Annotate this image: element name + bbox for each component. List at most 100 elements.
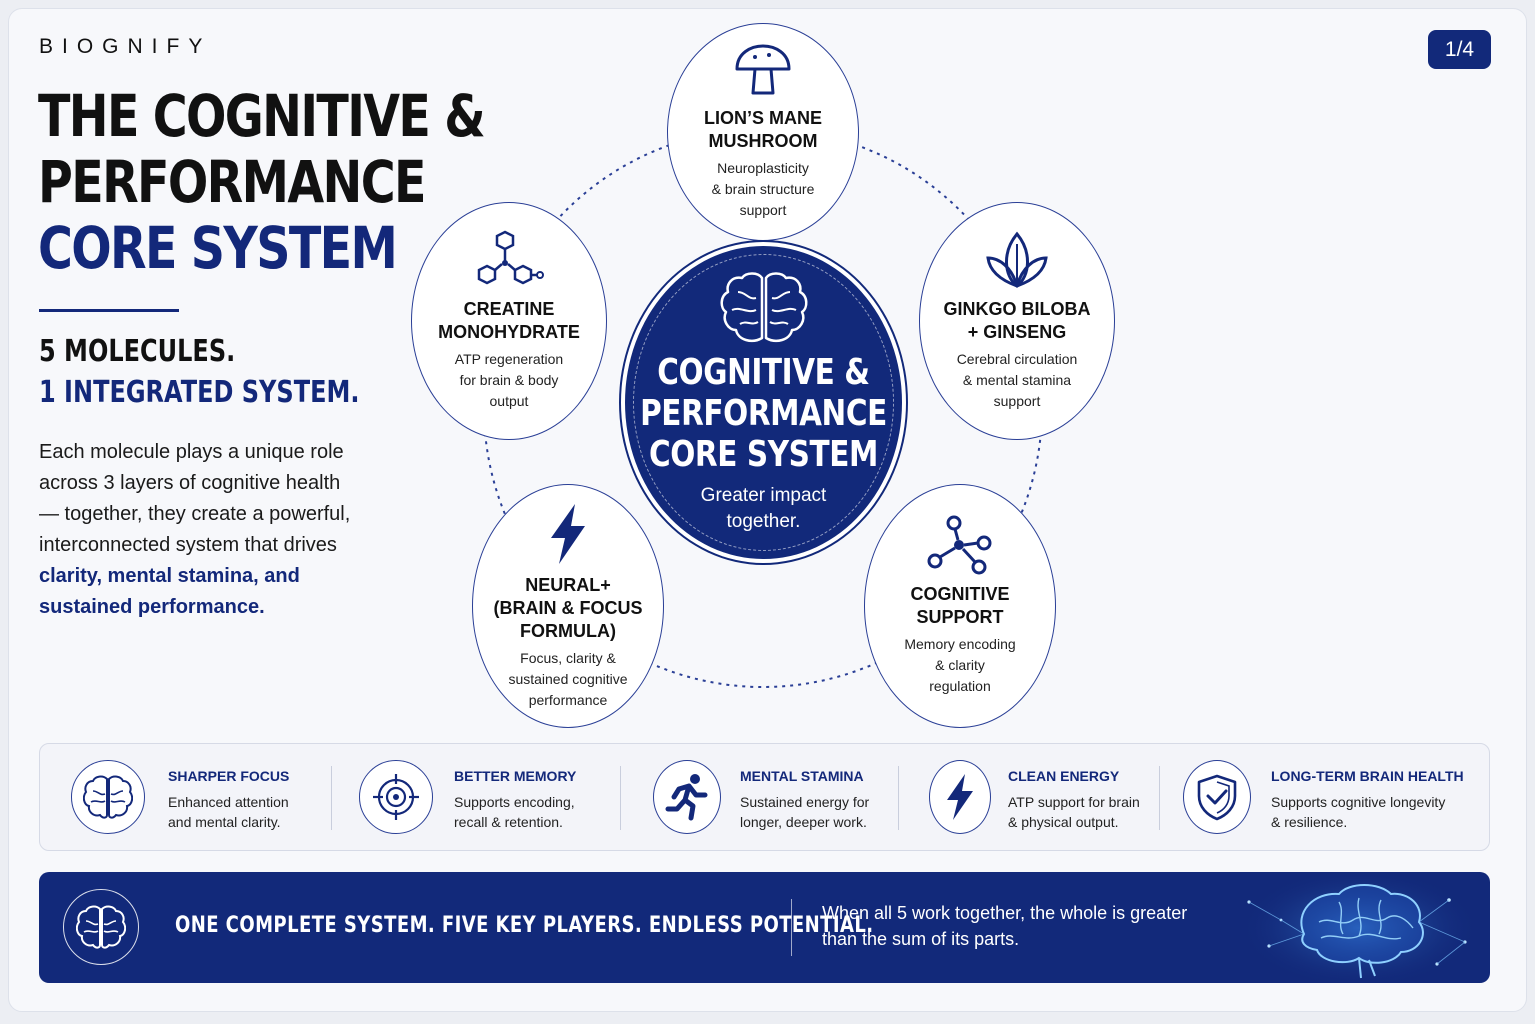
subhead-line-1: 5 MOLECULES.	[39, 334, 236, 369]
subhead-line-2: 1 INTEGRATED SYSTEM.	[39, 375, 360, 410]
benefit-title: SHARPER FOCUS	[168, 768, 290, 784]
molecule-icon	[927, 515, 992, 575]
title-line-2: PERFORMANCE	[38, 148, 426, 216]
benefit-divider	[620, 766, 621, 830]
title-underline	[39, 309, 179, 312]
molecule-creatine[interactable]: CREATINE MONOHYDRATE ATP regeneration fo…	[411, 202, 607, 440]
molecule-cognitive-support[interactable]: COGNITIVE SUPPORT Memory encoding & clar…	[864, 484, 1056, 728]
benefit-icon	[1183, 760, 1251, 834]
benefit-title: BETTER MEMORY	[454, 768, 577, 784]
tagline-text: than the sum of its parts.	[822, 929, 1020, 949]
title-text: FORMULA)	[520, 620, 616, 641]
system-banner: ONE COMPLETE SYSTEM. FIVE KEY PLAYERS. E…	[39, 872, 1490, 983]
desc-text: Focus, clarity &	[520, 649, 616, 666]
molecule-description: ATP regeneration for brain & body output	[455, 349, 563, 412]
desc-text: Memory encoding	[904, 636, 1016, 652]
core-system-hub[interactable]: COGNITIVE & PERFORMANCE CORE SYSTEM Grea…	[625, 246, 902, 559]
benefit-clean-energy[interactable]: CLEAN ENERGY ATP support for brain & phy…	[929, 744, 1159, 852]
benefit-icon	[359, 760, 433, 834]
banner-divider	[791, 899, 792, 956]
banner-headline: ONE COMPLETE SYSTEM. FIVE KEY PLAYERS. E…	[175, 913, 874, 938]
desc-text: & mental stamina	[962, 372, 1072, 388]
benefit-divider	[1159, 766, 1160, 830]
molecule-title: GINKGO BILOBA + GINSENG	[944, 298, 1091, 344]
molecule-description: Neuroplasticity & brain structure suppor…	[712, 158, 815, 221]
brain-icon	[83, 775, 133, 819]
core-title-line: PERFORMANCE	[640, 393, 887, 434]
desc-text: Supports cognitive longevity	[1271, 794, 1446, 810]
benefit-title: CLEAN ENERGY	[1008, 768, 1120, 784]
desc-text: & resilience.	[1271, 814, 1348, 830]
page-indicator-badge[interactable]: 1/4	[1428, 30, 1491, 69]
benefit-description: Supports encoding, recall & retention.	[454, 792, 575, 832]
benefit-title: MENTAL STAMINA	[740, 768, 864, 784]
tagline-text: When all 5 work together, the whole is g…	[822, 903, 1188, 923]
desc-text: & clarity	[935, 657, 985, 673]
benefit-icon	[71, 760, 145, 834]
intro-paragraph: Each molecule plays a unique role across…	[39, 437, 359, 623]
molecule-diagram: LION’S MANE MUSHROOM Neuroplasticity & b…	[9, 9, 1526, 749]
leaf-icon	[986, 231, 1048, 288]
benefit-title: LONG-TERM BRAIN HEALTH	[1271, 768, 1464, 784]
title-text: CREATINE	[463, 299, 555, 319]
benefit-description: Sustained energy for longer, deeper work…	[740, 792, 869, 832]
title-text: MUSHROOM	[708, 131, 818, 151]
hexagon-molecule-icon	[477, 230, 544, 285]
desc-text: performance	[528, 691, 608, 708]
molecule-title: LION’S MANE MUSHROOM	[704, 107, 822, 153]
benefit-description: Enhanced attention and mental clarity.	[168, 792, 289, 832]
benefit-divider	[331, 766, 332, 830]
desc-text: Neuroplasticity	[717, 160, 809, 176]
molecule-title: NEURAL+ (BRAIN & FOCUS FORMULA)	[494, 574, 643, 643]
target-icon	[373, 774, 419, 820]
title-text: + GINSENG	[967, 322, 1067, 342]
benefit-icon	[929, 760, 991, 834]
molecule-neural-plus[interactable]: NEURAL+ (BRAIN & FOCUS FORMULA) Focus, c…	[472, 484, 664, 728]
title-line-3: CORE SYSTEM	[38, 214, 398, 282]
intro-text: Each molecule plays a unique role across…	[39, 441, 351, 556]
desc-text: output	[489, 393, 529, 409]
benefit-description: Supports cognitive longevity & resilienc…	[1271, 792, 1445, 832]
title-text: NEURAL+	[525, 574, 611, 595]
molecule-description: Memory encoding & clarity regulation	[904, 634, 1015, 697]
page-title: THE COGNITIVE & PERFORMANCE CORE SYSTEM	[38, 83, 486, 282]
title-text: LION’S MANE	[703, 108, 822, 128]
desc-text: for brain & body	[459, 372, 559, 388]
glowing-brain-illustration	[1239, 872, 1479, 983]
title-text: COGNITIVE	[910, 584, 1010, 604]
benefit-icon	[653, 760, 721, 834]
desc-text: Enhanced attention	[168, 794, 289, 810]
desc-text: ATP regeneration	[454, 351, 564, 367]
benefit-mental-stamina[interactable]: MENTAL STAMINA Sustained energy for long…	[653, 744, 898, 852]
desc-text: Sustained energy for	[740, 794, 870, 810]
lightning-icon	[947, 774, 973, 820]
runner-icon	[665, 774, 708, 821]
desc-text: sustained cognitive	[508, 670, 628, 687]
benefits-strip: SHARPER FOCUS Enhanced attention and men…	[39, 743, 1490, 851]
shield-check-icon	[1197, 774, 1237, 821]
infographic-page: BIOGNIFY 1/4 THE COGNITIVE & PERFORMANCE…	[8, 8, 1527, 1012]
banner-icon	[63, 889, 139, 965]
core-title-line: COGNITIVE &	[657, 352, 870, 393]
desc-text: regulation	[929, 678, 991, 694]
benefit-sharper-focus[interactable]: SHARPER FOCUS Enhanced attention and men…	[71, 744, 331, 852]
desc-text: support	[739, 202, 787, 218]
molecule-lions-mane[interactable]: LION’S MANE MUSHROOM Neuroplasticity & b…	[667, 23, 859, 241]
benefit-long-term-brain-health[interactable]: LONG-TERM BRAIN HEALTH Supports cognitiv…	[1183, 744, 1483, 852]
molecule-ginkgo-ginseng[interactable]: GINKGO BILOBA + GINSENG Cerebral circula…	[919, 202, 1115, 440]
desc-text: ATP support for brain	[1008, 794, 1140, 810]
desc-text: & physical output.	[1008, 814, 1119, 830]
benefit-better-memory[interactable]: BETTER MEMORY Supports encoding, recall …	[359, 744, 619, 852]
intro-highlight: clarity, mental stamina, and sustained p…	[39, 565, 300, 618]
benefit-divider	[898, 766, 899, 830]
desc-text: support	[993, 393, 1041, 409]
title-text: MONOHYDRATE	[438, 322, 580, 342]
desc-text: & brain structure	[711, 181, 815, 197]
desc-text: Cerebral circulation	[956, 351, 1078, 367]
core-title: COGNITIVE & PERFORMANCE CORE SYSTEM	[640, 352, 887, 475]
title-text: GINKGO BILOBA	[943, 299, 1091, 319]
banner-tagline: When all 5 work together, the whole is g…	[822, 900, 1187, 952]
lightning-icon	[551, 503, 585, 564]
desc-text: longer, deeper work.	[740, 814, 867, 830]
molecule-description: Cerebral circulation & mental stamina su…	[957, 349, 1078, 412]
